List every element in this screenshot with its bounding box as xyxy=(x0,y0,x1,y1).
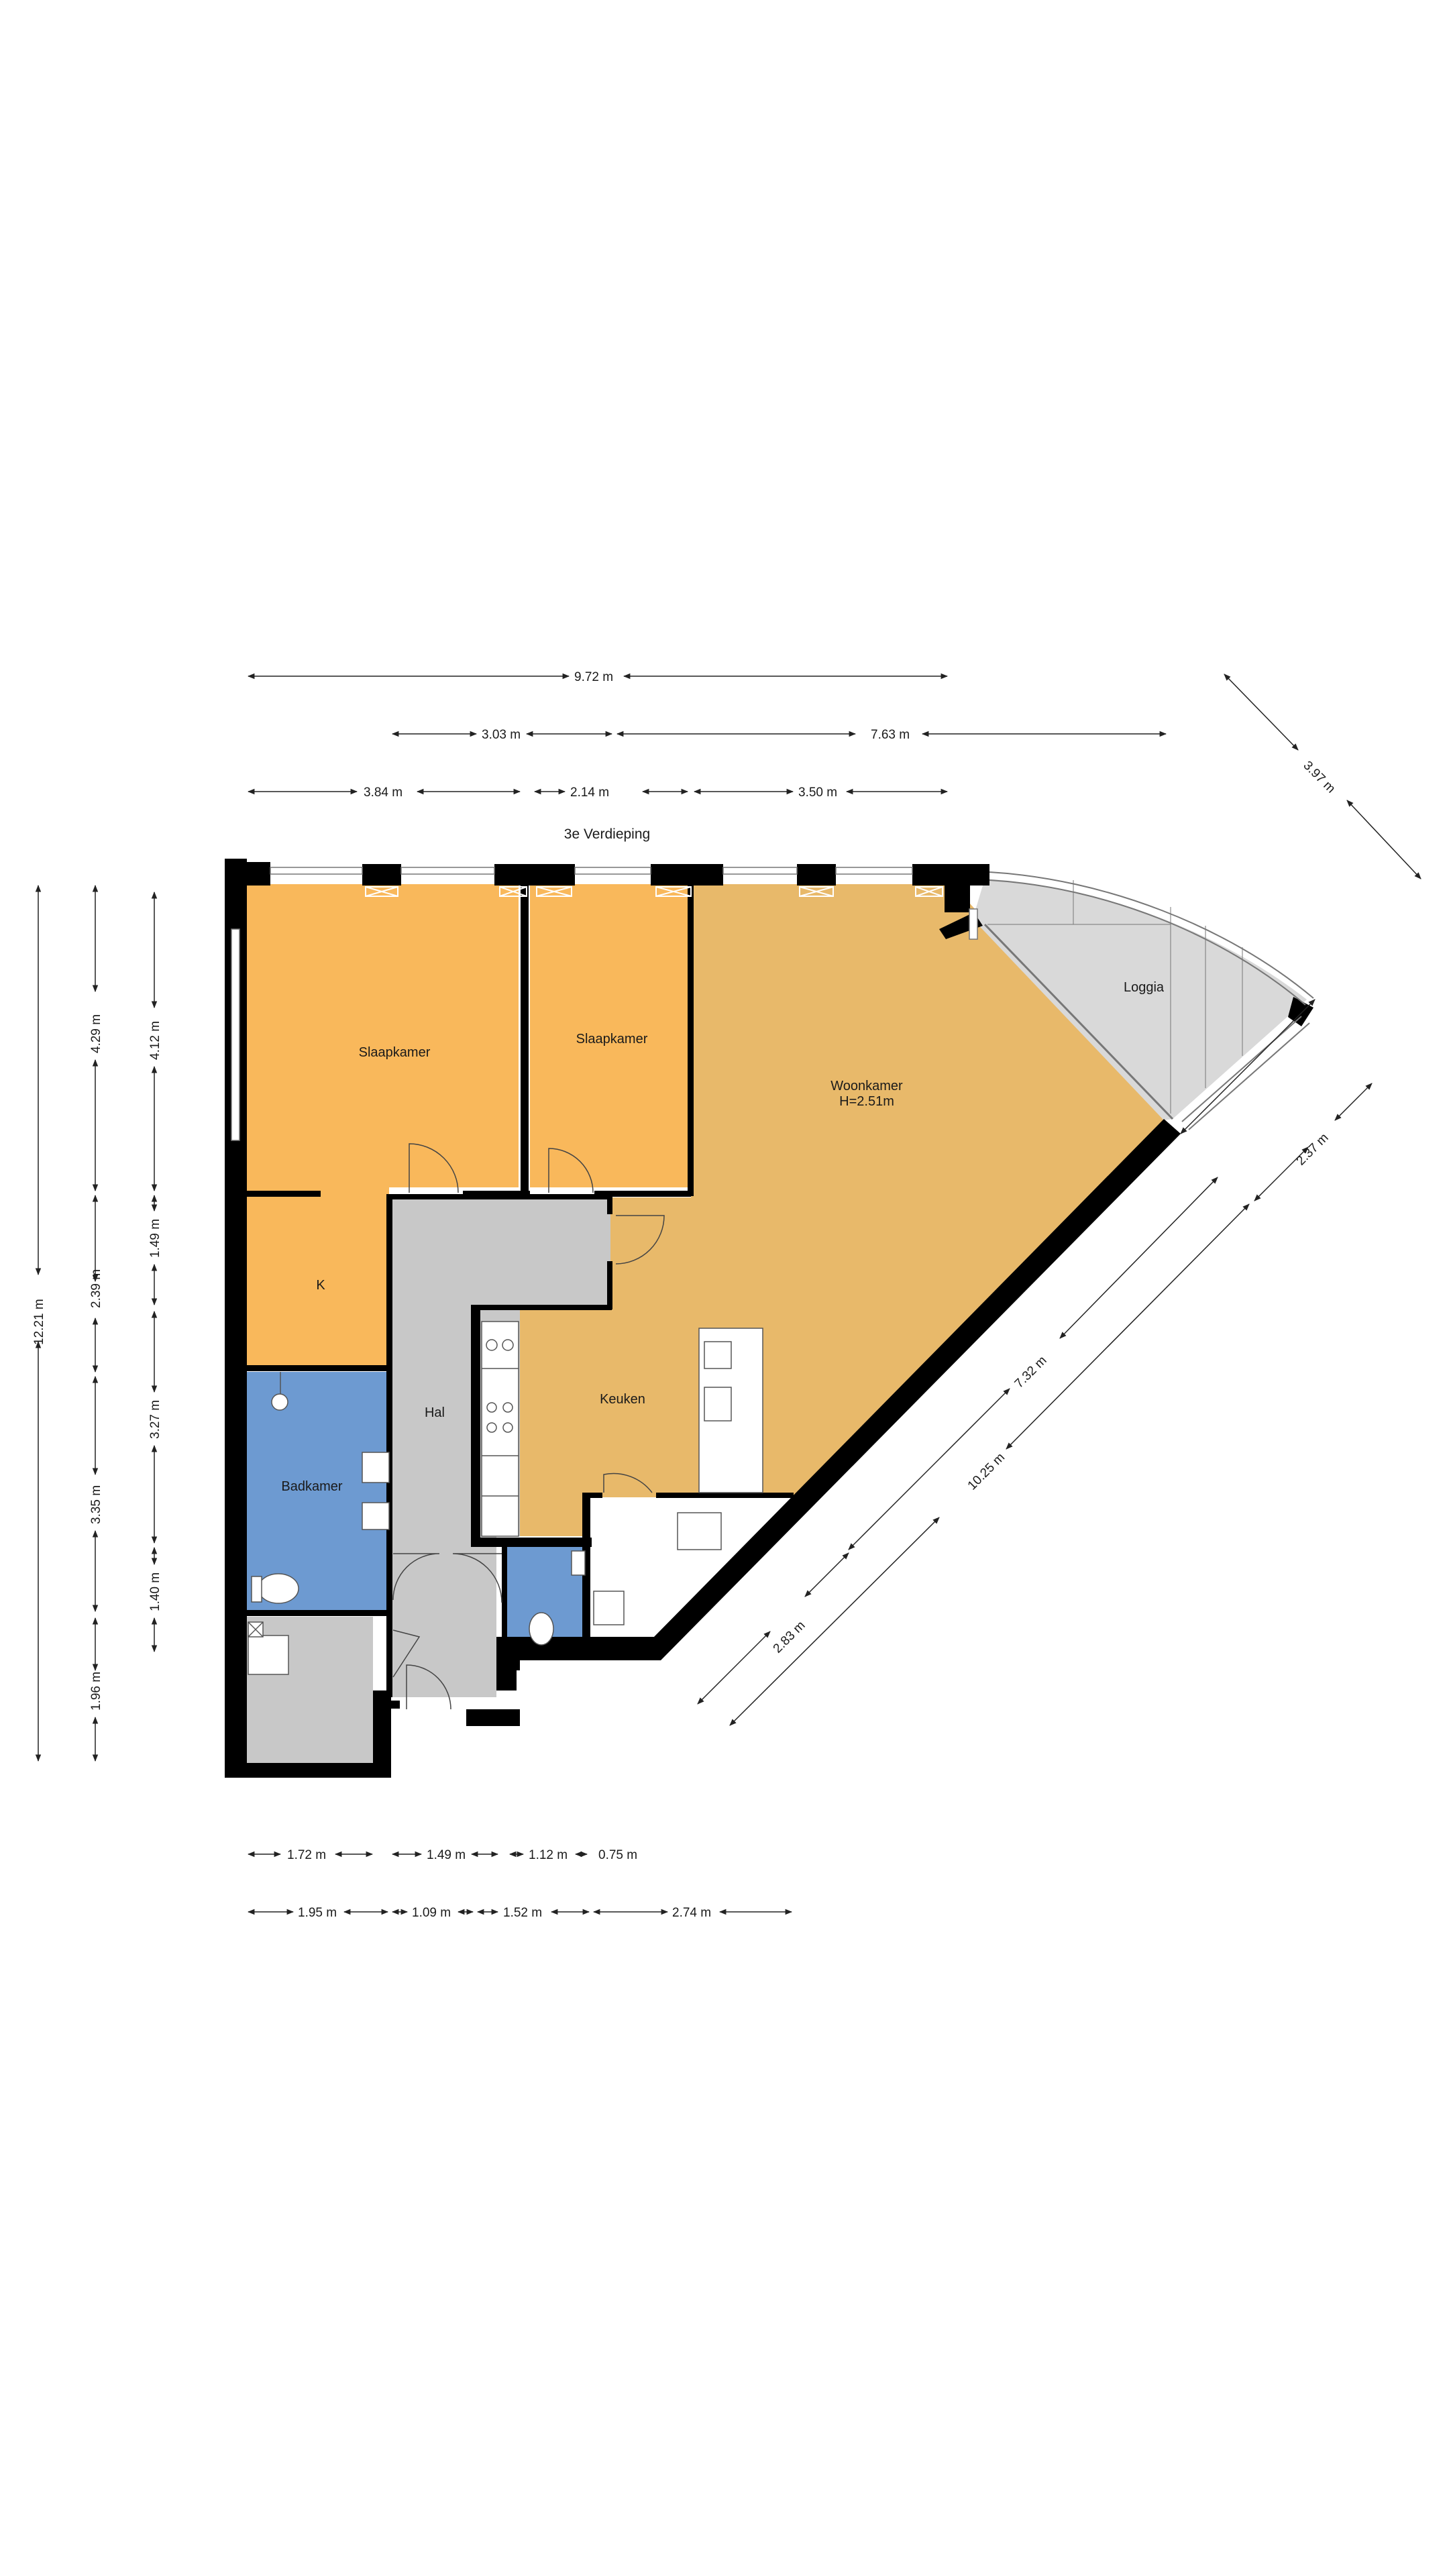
dim-diag-c: 10.25 m xyxy=(965,1450,1008,1493)
slaapkamer-2-label: Slaapkamer xyxy=(576,1032,648,1046)
dim-bottom-a4: 0.75 m xyxy=(598,1848,637,1862)
dim-left-mid-b: 2.39 m xyxy=(89,1269,103,1308)
hal-label: Hal xyxy=(425,1405,445,1420)
slaapkamer-1-floor xyxy=(247,884,519,1187)
dim-bottom-b3: 1.52 m xyxy=(503,1906,542,1920)
dim-left-mid-d: 1.96 m xyxy=(89,1672,103,1711)
dim-top-mid-b: 7.63 m xyxy=(871,728,910,742)
dim-diag-a: 2.37 m xyxy=(1294,1131,1332,1169)
dim-bottom-b4: 2.74 m xyxy=(672,1906,711,1920)
dim-diag-top-right: 3.97 m xyxy=(1300,759,1338,796)
column-markers xyxy=(365,886,943,897)
dim-left-in-c: 3.27 m xyxy=(148,1400,162,1439)
dimension-lines xyxy=(35,673,1421,1915)
dim-left-total: 12.21 m xyxy=(32,1299,46,1345)
slaapkamer-1-label: Slaapkamer xyxy=(359,1045,431,1060)
fixtures xyxy=(248,1321,763,1675)
dim-bottom-a3: 1.12 m xyxy=(529,1848,568,1862)
woonkamer-height-label: H=2.51m xyxy=(839,1094,894,1109)
dim-top-row-b: 2.14 m xyxy=(570,786,609,800)
room-fills xyxy=(247,879,1307,1763)
dim-left-mid-a: 4.29 m xyxy=(89,1014,103,1053)
dim-bottom-a2: 1.49 m xyxy=(427,1848,466,1862)
dim-top-total: 9.72 m xyxy=(574,670,613,684)
dim-top-row-a: 3.84 m xyxy=(364,786,402,800)
woonkamer-floor xyxy=(520,884,1164,1645)
dim-left-in-d: 1.40 m xyxy=(148,1572,162,1611)
badkamer-floor xyxy=(247,1372,389,1610)
woonkamer-label: Woonkamer xyxy=(830,1079,903,1093)
windows xyxy=(231,867,978,1141)
dim-diag-d: 2.83 m xyxy=(771,1619,808,1656)
dim-left-mid-c: 3.35 m xyxy=(89,1485,103,1524)
dim-bottom-b1: 1.95 m xyxy=(298,1906,337,1920)
loggia-label: Loggia xyxy=(1124,980,1165,995)
dim-bottom-b2: 1.09 m xyxy=(412,1906,451,1920)
k-floor xyxy=(247,1187,389,1365)
floor-label: 3e Verdieping xyxy=(564,826,650,842)
sink-icon xyxy=(362,1452,390,1483)
walls xyxy=(225,859,1313,1778)
shower-drain-icon xyxy=(271,1393,288,1411)
dim-left-in-a: 4.12 m xyxy=(148,1021,162,1060)
badkamer-label: Badkamer xyxy=(281,1479,342,1494)
dim-diag-b: 7.32 m xyxy=(1012,1354,1050,1391)
toilet-icon xyxy=(258,1573,299,1604)
dim-bottom-a1: 1.72 m xyxy=(287,1848,326,1862)
dim-top-row-c: 3.50 m xyxy=(798,786,837,800)
dim-top-mid-a: 3.03 m xyxy=(482,728,521,742)
slaapkamer-2-floor xyxy=(530,884,691,1187)
keuken-label: Keuken xyxy=(600,1392,645,1407)
dim-left-in-b: 1.49 m xyxy=(148,1219,162,1258)
k-label: K xyxy=(316,1278,325,1293)
doors xyxy=(392,1143,665,1710)
